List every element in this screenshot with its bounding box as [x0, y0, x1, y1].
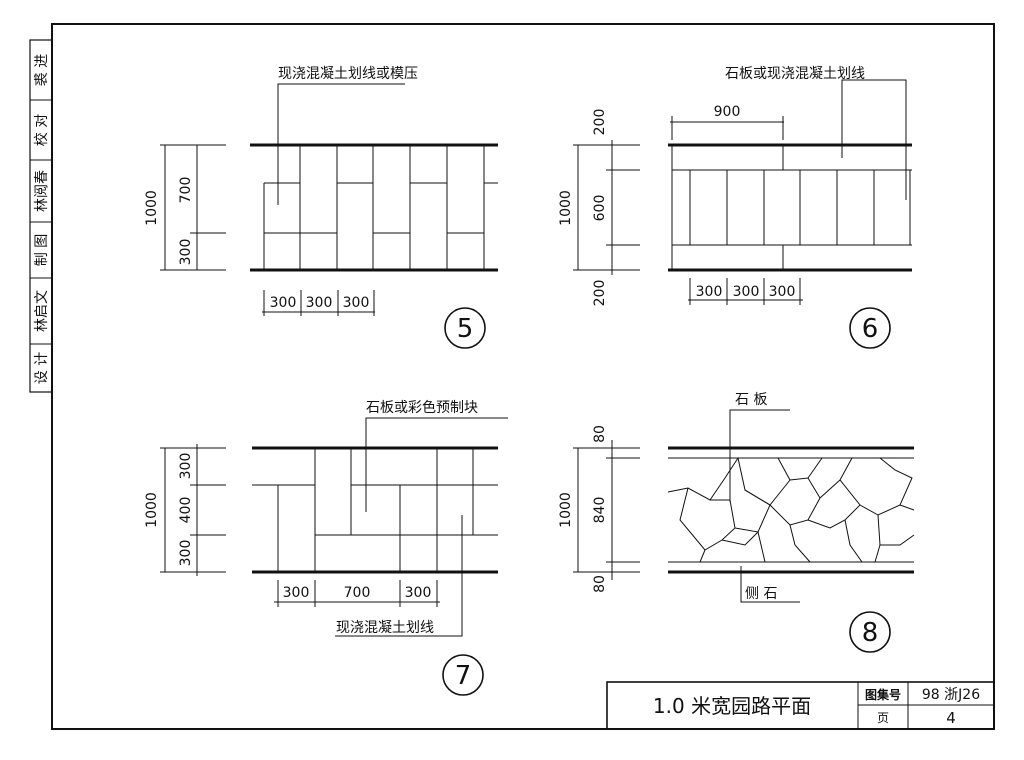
atlas-no: 98 浙J26 — [922, 687, 980, 703]
title-block — [606, 681, 995, 730]
detail-8-dim-top: 80 — [592, 425, 608, 443]
detail-5-dim-h1: 300 — [270, 295, 297, 311]
detail-5-dim-300: 300 — [178, 239, 194, 266]
detail-5-number: 5 — [457, 314, 474, 344]
detail-7-number: 7 — [455, 661, 472, 691]
detail-7-label-bottom: 现浇混凝土划线 — [336, 620, 434, 636]
detail-8 — [573, 409, 915, 653]
detail-6-dim-900: 900 — [714, 104, 741, 120]
detail-8-total-dim: 1000 — [558, 492, 574, 528]
sidebar-cell-check: 校 对 — [33, 114, 50, 146]
page-number: 4 — [946, 709, 956, 727]
sidebar-cell-designer: 林启文 — [34, 290, 50, 332]
detail-6-dim-h1: 300 — [696, 284, 723, 300]
sidebar-cell-drawing: 制 图 — [34, 234, 50, 266]
detail-5-dim-700: 700 — [178, 177, 194, 204]
detail-8-label-top: 石 板 — [735, 392, 767, 408]
sidebar-cell-design: 设 计 — [34, 352, 50, 384]
page-label: 页 — [877, 711, 889, 725]
detail-6-dim-h2: 300 — [733, 284, 760, 300]
detail-6-dim-top-200: 200 — [592, 109, 608, 136]
detail-7-dim-top: 300 — [178, 453, 194, 480]
detail-8-number: 8 — [862, 618, 879, 648]
detail-7-total-dim: 1000 — [144, 492, 160, 528]
sidebar-cell-drafter: 林阅春 — [34, 170, 50, 212]
detail-5-dim-h3: 300 — [343, 295, 370, 311]
sidebar-cell-checker: 裘 进 — [34, 54, 50, 86]
detail-7-dim-bottom: 300 — [178, 540, 194, 567]
detail-7-dim-h3: 300 — [405, 585, 432, 601]
detail-6 — [573, 79, 912, 349]
detail-5 — [160, 83, 498, 349]
detail-7-dim-h2: 700 — [344, 585, 371, 601]
detail-6-dim-h3: 300 — [769, 284, 796, 300]
atlas-no-label: 图集号 — [865, 687, 901, 702]
detail-7-label-top: 石板或彩色预制块 — [366, 399, 478, 416]
detail-5-dim-h2: 300 — [306, 295, 333, 311]
detail-7-dim-middle: 400 — [178, 497, 194, 524]
detail-6-dim-bottom-200: 200 — [592, 280, 608, 307]
detail-6-dim-600: 600 — [592, 195, 608, 222]
signature-column: 设 计 林启文 制 图 林阅春 校 对 裘 进 — [29, 39, 53, 393]
detail-6-number: 6 — [862, 314, 879, 344]
detail-5-total-dim: 1000 — [144, 190, 160, 226]
detail-7 — [160, 417, 508, 696]
detail-6-label: 石板或现浇混凝土划线 — [725, 66, 865, 82]
detail-6-total-dim: 1000 — [558, 190, 574, 226]
detail-7-dim-h1: 300 — [283, 585, 310, 601]
drawing-title: 1.0 米宽园路平面 — [653, 694, 811, 718]
detail-5-label: 现浇混凝土划线或模压 — [278, 66, 418, 82]
detail-8-label-bottom: 侧 石 — [745, 586, 777, 602]
detail-8-dim-middle: 840 — [592, 497, 608, 524]
detail-8-dim-bottom: 80 — [592, 575, 608, 593]
